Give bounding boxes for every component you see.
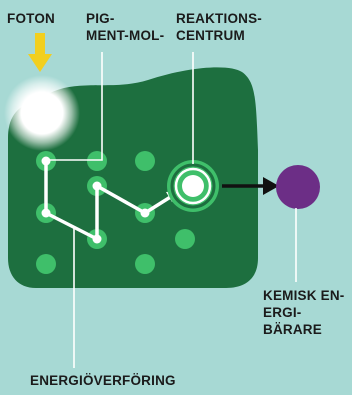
- label-pigment-line1: PIG-: [86, 11, 115, 26]
- photon-arrow-icon: [28, 33, 52, 72]
- reaction-center: [167, 160, 219, 212]
- label-carrier-line1: KEMISK EN-: [263, 288, 345, 303]
- energy-transfer-path: [44, 159, 174, 241]
- label-pigment-line2: MENT-MOL-: [86, 28, 165, 43]
- energy-carrier: [276, 165, 320, 209]
- pigment-dot: [175, 229, 195, 249]
- label-reaction-line1: REAKTIONS-: [176, 11, 262, 26]
- label-energy-transfer: ENERGIÖVERFÖRING: [30, 372, 176, 389]
- photon: [4, 75, 80, 151]
- label-energy-transfer-text: ENERGIÖVERFÖRING: [30, 373, 176, 388]
- pigment-dot: [135, 254, 155, 274]
- pigment-dot: [135, 151, 155, 171]
- pigment-dot: [36, 254, 56, 274]
- label-energy-carrier: KEMISK EN- ERGI- BÄRARE: [263, 287, 345, 338]
- label-carrier-line2: ERGI-: [263, 305, 302, 320]
- output-arrow: [222, 177, 279, 195]
- label-reaction-center: REAKTIONS- CENTRUM: [176, 10, 262, 44]
- energy-path-nodes: [41, 156, 150, 244]
- label-pigment-molecule: PIG- MENT-MOL-: [86, 10, 164, 44]
- pigment-leader-line: [48, 52, 103, 161]
- pigment-dot: [87, 151, 107, 171]
- leader-lines: [48, 52, 297, 368]
- label-carrier-line3: BÄRARE: [263, 322, 322, 337]
- label-photon: FOTON: [7, 10, 55, 27]
- label-photon-text: FOTON: [7, 11, 55, 26]
- label-reaction-line2: CENTRUM: [176, 28, 245, 43]
